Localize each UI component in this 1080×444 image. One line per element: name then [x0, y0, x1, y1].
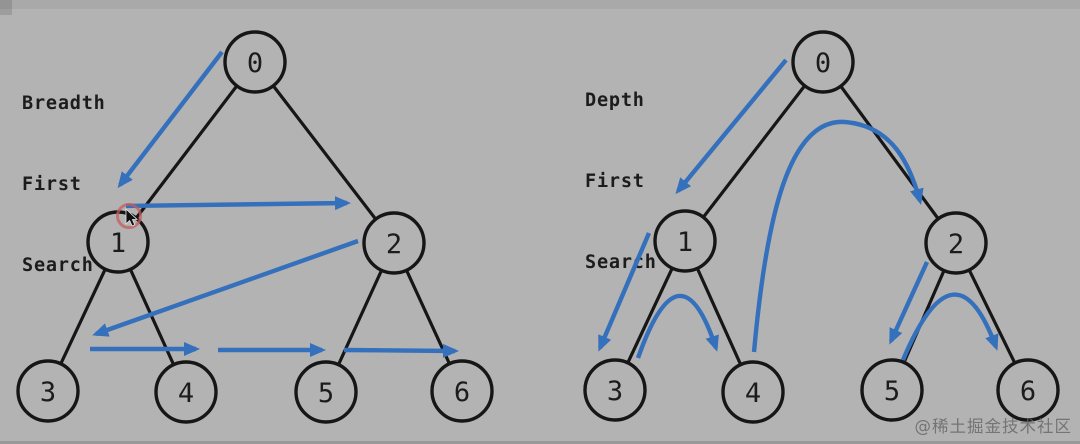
- top-left-shade: [0, 0, 12, 15]
- mouse-cursor-icon: [125, 208, 138, 227]
- dfs-arrow-0-to-1: [675, 58, 788, 195]
- dfs-arrow-5-to-6: [900, 292, 999, 361]
- bfs-title-line-1: Breadth: [22, 93, 106, 114]
- bfs-node-6-label: 6: [454, 377, 470, 408]
- dfs-arrow-2-to-5: [888, 261, 930, 345]
- dfs-node-1-label: 1: [677, 227, 693, 258]
- dfs-title-line-2: First: [585, 171, 645, 192]
- dfs-title-line-1: Depth: [585, 90, 645, 111]
- bfs-title-line-3: Search: [22, 255, 94, 276]
- dfs-edge-0-2: [821, 60, 958, 245]
- bfs-node-2-label: 2: [386, 229, 402, 260]
- bfs-arrow-1-to-2: [125, 196, 351, 211]
- dfs-node-2-circle: [924, 211, 988, 275]
- bfs-arrow-5-to-6: [343, 343, 459, 358]
- bfs-arrow-2-to-3: [92, 238, 359, 337]
- bfs-node-4-label: 4: [178, 378, 194, 409]
- dfs-tree-nodes: 0 1 2 3 4 5 6: [583, 30, 1060, 424]
- bfs-node-6-circle: [430, 359, 494, 423]
- top-shade: [0, 0, 1080, 9]
- bfs-edge-0-1: [116, 60, 257, 244]
- dfs-node-3-label: 3: [607, 376, 623, 407]
- dfs-node-1-circle: [653, 209, 717, 273]
- bottom-shade: [0, 441, 1080, 444]
- dfs-arrow-3-to-4: [635, 293, 719, 359]
- dfs-node-2-label: 2: [948, 229, 964, 260]
- bfs-node-2-circle: [362, 211, 426, 275]
- bfs-tree-nodes: 0 1 2 3 4 5 6: [16, 30, 494, 424]
- bfs-arrow-0-to-1: [117, 50, 224, 189]
- dfs-edge-0-1: [683, 60, 825, 243]
- dfs-node-5-label: 5: [884, 376, 900, 407]
- bfs-node-1-label: 1: [110, 228, 126, 259]
- bfs-node-3-circle: [16, 359, 80, 423]
- bfs-edge-0-2: [253, 60, 396, 245]
- dfs-node-0-circle: [791, 30, 855, 94]
- watermark: @稀土掘金技术社区: [914, 417, 1072, 436]
- dfs-node-4-label: 4: [745, 378, 761, 409]
- dfs-node-0-label: 0: [815, 48, 831, 79]
- bfs-node-0-label: 0: [247, 48, 263, 79]
- dfs-node-6-circle: [996, 358, 1060, 422]
- dfs-node-3-circle: [583, 358, 647, 422]
- dfs-node-5-circle: [860, 358, 924, 422]
- bfs-title-line-2: First: [22, 174, 82, 195]
- bfs-traversal-arrows: [90, 50, 459, 358]
- click-highlight-ring: [116, 203, 142, 229]
- bfs-node-5-label: 5: [318, 378, 334, 409]
- dfs-arrow-1-to-3: [597, 232, 652, 352]
- dfs-node-4-circle: [721, 360, 785, 424]
- dfs-arrow-4-to-2: [751, 119, 924, 353]
- bfs-node-5-circle: [294, 360, 358, 424]
- dfs-traversal-arrows: [597, 58, 999, 361]
- dfs-node-6-label: 6: [1020, 376, 1036, 407]
- bfs-node-3-label: 3: [40, 377, 56, 408]
- bfs-node-0-circle: [223, 30, 287, 94]
- bfs-title: Breadth First Search: [22, 36, 106, 333]
- bfs-node-4-circle: [154, 360, 218, 424]
